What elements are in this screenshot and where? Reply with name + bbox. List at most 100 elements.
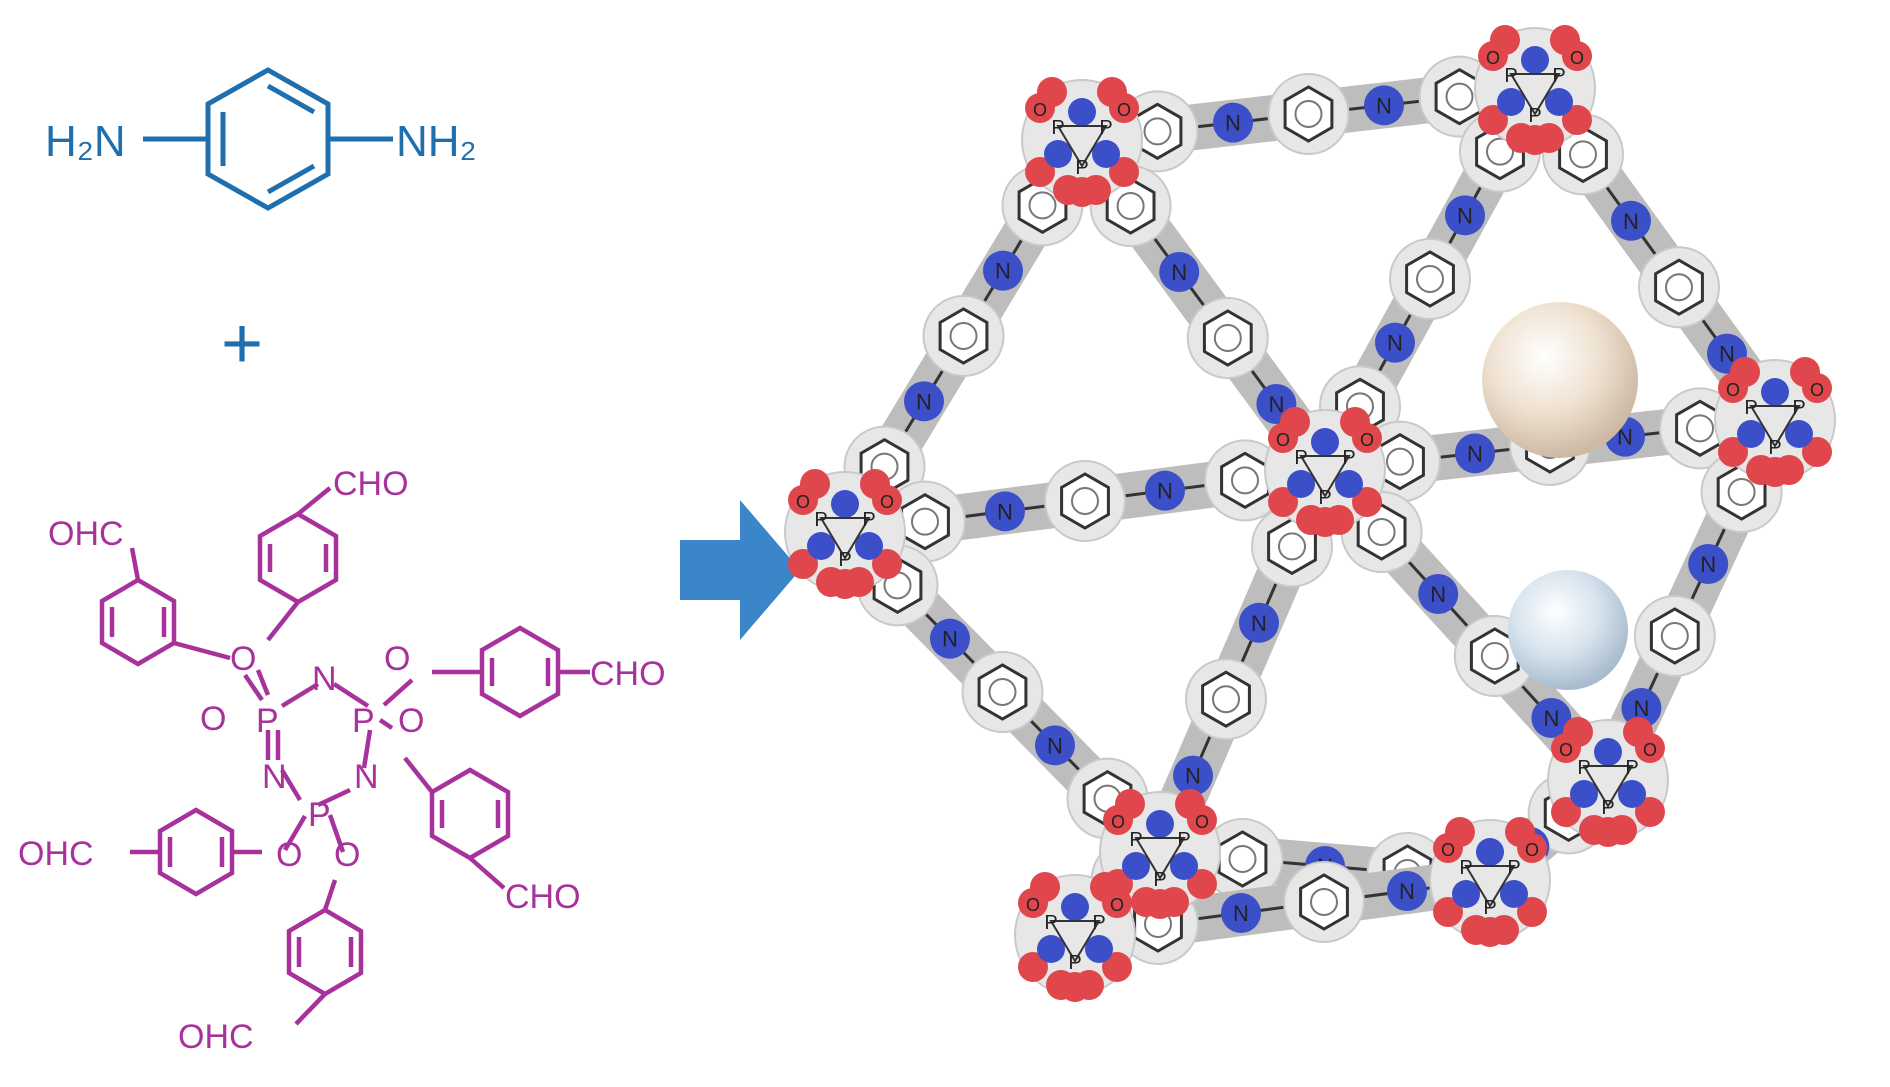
ring-nitrogen <box>1497 88 1525 116</box>
framework-structure: NNNNNNNNNNNNNNNNNNNNNNNNNNNPPPOOPPPOOPPP… <box>784 25 1836 1002</box>
imine-nitrogen <box>904 381 944 422</box>
oxygen-atom <box>1562 105 1592 135</box>
nitrogen-label: N <box>942 627 958 652</box>
imine-nitrogen <box>1445 195 1485 236</box>
ring-nitrogen <box>1452 880 1480 908</box>
phenyl-inner-ring <box>949 322 978 350</box>
oxygen-atom <box>1081 175 1111 205</box>
ring-nitrogen <box>855 532 883 560</box>
oxygen-atom <box>1046 970 1076 1000</box>
phenyl-inner-ring <box>1294 100 1323 128</box>
oxygen-atom <box>788 549 818 579</box>
oxygen-atom <box>1296 505 1326 535</box>
ring-nitrogen <box>1785 420 1813 448</box>
phenyl-inner-ring <box>1310 888 1338 916</box>
phosphorus-label: P <box>1051 117 1064 139</box>
phenyl-inner-ring <box>1228 845 1257 873</box>
phenyl-inner-ring <box>1445 82 1474 111</box>
oxygen-atom <box>1550 25 1580 55</box>
nitrogen-label: N <box>1268 392 1284 417</box>
nitrogen-label: N <box>1376 93 1392 118</box>
phosphazene-ring <box>1509 73 1561 116</box>
oxygen-atom <box>1324 505 1354 535</box>
amine-right-label: NH₂ <box>396 117 477 166</box>
oxygen-atom <box>1774 455 1804 485</box>
imine-nitrogen <box>1688 544 1729 584</box>
oxygen-atom <box>1746 455 1776 485</box>
phenyl-inner-ring <box>1569 140 1597 169</box>
ring-nitrogen <box>1287 470 1315 498</box>
oxygen-atom <box>1461 915 1491 945</box>
imine-nitrogen <box>1375 322 1415 363</box>
nitrogen-label: N <box>312 660 337 698</box>
phenyl-inner-ring <box>1143 117 1172 146</box>
ohc-label-left: OHC <box>18 835 94 873</box>
ring-nitrogen <box>1061 893 1089 921</box>
nitrogen-label: N <box>1719 342 1735 367</box>
ring-nitrogen <box>1594 738 1622 766</box>
ring-nitrogen <box>1500 880 1528 908</box>
oxygen-label: O <box>1033 100 1047 120</box>
phosphazene-ring <box>1464 865 1516 908</box>
phosphorus-label: P <box>1459 857 1472 879</box>
imine-nitrogen <box>985 491 1025 532</box>
phosphorus-label: P <box>1044 912 1057 934</box>
nitrogen-label: N <box>995 259 1011 284</box>
oxygen-atom <box>1730 357 1760 387</box>
nitrogen-label: N <box>354 758 379 796</box>
cho-label-lower-right: CHO <box>505 878 581 916</box>
imine-nitrogen <box>1621 688 1662 728</box>
oxygen-atom <box>1025 157 1055 187</box>
phosphazene-ring <box>1056 125 1108 168</box>
cho-label-top: CHO <box>333 465 409 503</box>
phosphorus-label: P <box>1768 437 1781 459</box>
phosphazene-ring <box>1582 765 1634 808</box>
imine-nitrogen <box>1035 725 1075 766</box>
phosphazene-ring <box>1134 837 1186 880</box>
phenyl-ring <box>1405 250 1455 308</box>
oxygen-atom <box>1505 817 1535 847</box>
ring-nitrogen <box>1146 810 1174 838</box>
oxygen-atom <box>1478 105 1508 135</box>
phosphorus-label: P <box>838 549 851 571</box>
guest-sphere-beige <box>1482 302 1638 458</box>
ring-nitrogen <box>1570 780 1598 808</box>
imine-nitrogen <box>930 618 970 659</box>
ring-nitrogen <box>1170 852 1198 880</box>
imine-nitrogen <box>1213 102 1253 143</box>
nitrogen-label: N <box>1225 111 1241 136</box>
phenyl-ring <box>900 492 950 551</box>
aldehyde-molecule <box>99 486 590 1026</box>
imine-nitrogen <box>1221 893 1261 933</box>
nitrogen-label: N <box>1171 260 1187 285</box>
phenyl-inner-ring <box>1028 191 1057 220</box>
oxygen-atom <box>844 567 874 597</box>
oxygen-atom <box>860 469 890 499</box>
ring-nitrogen <box>807 532 835 560</box>
ring-nitrogen <box>1068 98 1096 126</box>
oxygen-atom <box>1131 887 1161 917</box>
imine-nitrogen <box>1531 698 1572 738</box>
imine-nitrogen <box>983 250 1023 291</box>
oxygen-atom <box>1718 437 1748 467</box>
imine-nitrogen <box>1387 871 1427 911</box>
phenyl-inner-ring <box>1231 466 1259 495</box>
nitrogen-label: N <box>1185 764 1201 789</box>
oxygen-atom <box>1175 789 1205 819</box>
oxygen-atom <box>1489 915 1519 945</box>
nitrogen-label: N <box>1617 425 1633 450</box>
oxygen-atom <box>1607 815 1637 845</box>
ohc-label-bottom: OHC <box>178 1018 254 1056</box>
oxygen-label: O <box>1111 812 1125 832</box>
phenyl-inner-ring <box>1212 685 1240 714</box>
oxygen-atom <box>1097 77 1127 107</box>
phosphorus-label: P <box>1601 797 1614 819</box>
oxygen-atom <box>1090 872 1120 902</box>
nitrogen-label: N <box>1543 706 1559 731</box>
oxygen-atom <box>1563 717 1593 747</box>
oxygen-atom <box>1802 437 1832 467</box>
ring-nitrogen <box>1122 852 1150 880</box>
oxygen-label: O <box>398 702 424 740</box>
phosphorus-label: P <box>352 702 375 740</box>
